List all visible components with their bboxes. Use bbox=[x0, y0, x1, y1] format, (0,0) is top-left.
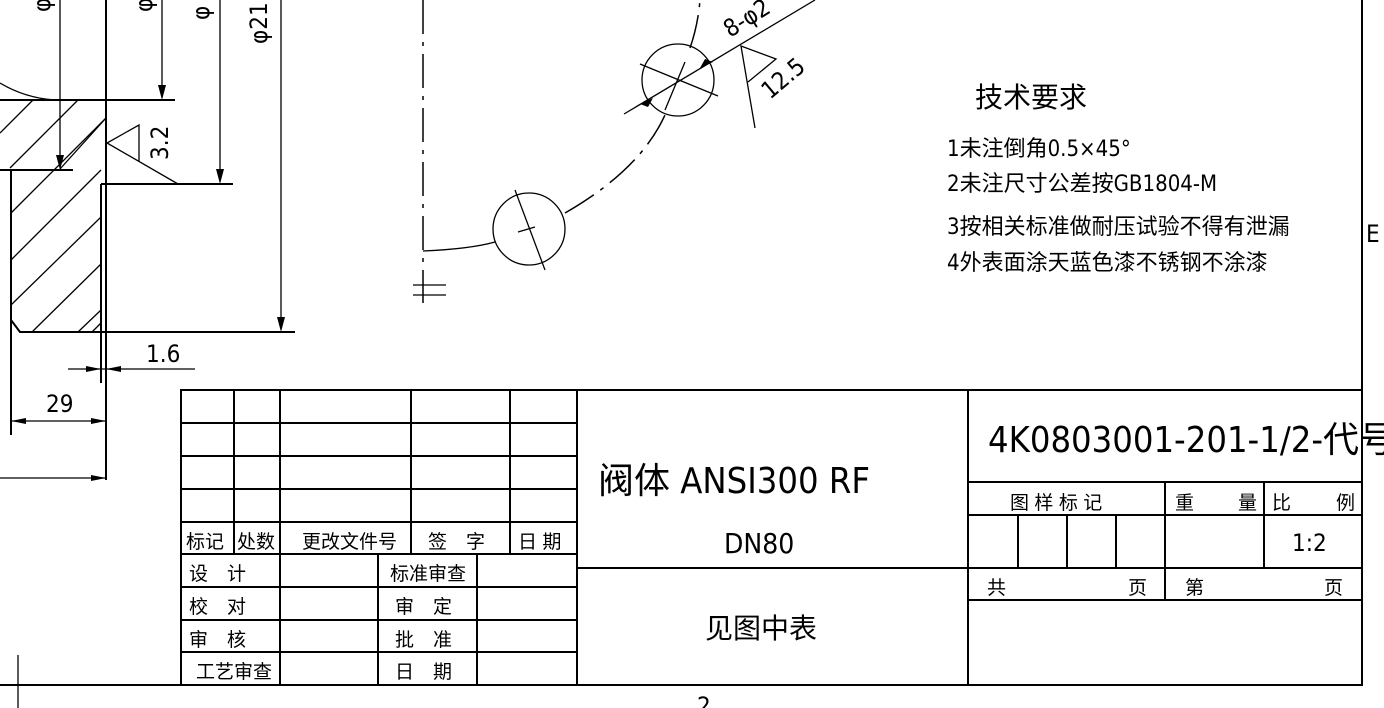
scale-value: 1:2 bbox=[1292, 529, 1327, 557]
part-size: DN80 bbox=[724, 527, 794, 560]
dim-phi-1: φ bbox=[28, 0, 56, 12]
part-name: 阀体 ANSI300 RF bbox=[598, 461, 870, 502]
weight-label-2: 量 bbox=[1238, 492, 1257, 514]
dim-phi-2: φ bbox=[130, 0, 158, 12]
zone-label: E bbox=[1366, 220, 1380, 248]
dim-phi-4: φ21 bbox=[245, 2, 273, 44]
scale-label-1: 比 bbox=[1272, 492, 1291, 514]
mark-label: 图 样 标 记 bbox=[1010, 492, 1102, 514]
holes-callout: 8-φ2 bbox=[718, 0, 775, 43]
total-pages-unit: 页 bbox=[1128, 577, 1147, 599]
scale-label-2: 例 bbox=[1336, 492, 1355, 514]
hatch-lines bbox=[0, 99, 107, 333]
drawing-code: 4K0803001-201-1/2-代号 bbox=[988, 420, 1384, 461]
bolt-hole-circle bbox=[492, 192, 566, 266]
flange-view: 8-φ2 12.5 bbox=[413, 0, 816, 303]
tech-requirements: 技术要求 1未注倒角0.5×45° 2未注尺寸公差按GB1804-M 3按相关标… bbox=[947, 81, 1290, 276]
sign-label-date: 日 期 bbox=[395, 661, 452, 683]
roughness-value-hole: 12.5 bbox=[756, 52, 811, 104]
dim-phi-3: φ bbox=[187, 6, 215, 20]
section-view: φ φ φ φ21 3.2 1.6 29 bbox=[0, 0, 295, 708]
roughness-value-face: 3.2 bbox=[146, 126, 174, 160]
rev-header-mark: 标记 bbox=[186, 531, 224, 553]
sign-label-review: 审 核 bbox=[189, 629, 246, 651]
roughness-symbol-icon bbox=[105, 123, 179, 185]
tech-req-title: 技术要求 bbox=[975, 81, 1087, 114]
dim-1-6: 1.6 bbox=[146, 340, 180, 368]
dim-29: 29 bbox=[46, 390, 73, 418]
sheet-label: 第 bbox=[1185, 577, 1204, 599]
sign-label-standard: 标准审查 bbox=[390, 563, 466, 585]
bolt-hole-circle bbox=[641, 43, 715, 117]
sign-label-design: 设 计 bbox=[189, 563, 246, 585]
weight-label-1: 重 bbox=[1175, 492, 1194, 514]
rev-header-docno: 更改文件号 bbox=[302, 531, 397, 553]
tech-req-item: 2未注尺寸公差按GB1804-M bbox=[947, 172, 1217, 197]
rev-header-count: 处数 bbox=[237, 531, 275, 553]
section-label: 2 bbox=[697, 692, 711, 708]
tech-req-item: 4外表面涂天蓝色漆不锈钢不涂漆 bbox=[947, 251, 1268, 276]
total-pages-label: 共 bbox=[987, 577, 1006, 599]
tech-req-item: 3按相关标准做耐压试验不得有泄漏 bbox=[947, 215, 1290, 240]
sign-label-check: 校 对 bbox=[189, 596, 246, 618]
sheet-page-unit: 页 bbox=[1324, 577, 1343, 599]
sign-label-process: 工艺审查 bbox=[196, 661, 272, 683]
sign-label-approve-set: 审 定 bbox=[395, 596, 452, 618]
title-block: 标记 处数 更改文件号 签 字 日 期 设 计 校 对 审 核 工艺审查 标准审… bbox=[180, 389, 1384, 686]
material-note: 见图中表 bbox=[705, 612, 817, 645]
tech-req-item: 1未注倒角0.5×45° bbox=[947, 137, 1131, 162]
rev-header-sign: 签 字 bbox=[428, 531, 485, 553]
bore-curve bbox=[0, 82, 56, 101]
rev-header-date: 日 期 bbox=[518, 531, 561, 553]
roughness-symbol-icon bbox=[740, 44, 778, 129]
sign-label-approve: 批 准 bbox=[395, 629, 452, 651]
